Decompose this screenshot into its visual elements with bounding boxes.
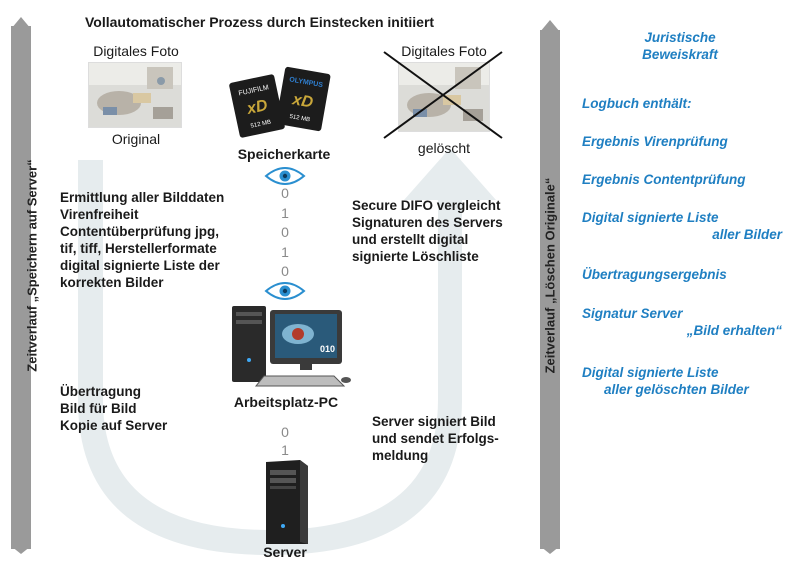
left-time-bar-tail: [11, 546, 31, 554]
bit-digit: 0: [281, 224, 289, 240]
bit-digit: 0: [281, 185, 289, 201]
panel-server-signature: Signatur Server „Bild erhalten“: [582, 305, 782, 339]
panel-virus-result: Ergebnis Virenprüfung: [582, 134, 728, 149]
server-image: [266, 460, 308, 544]
card-olympus-size: 512 MB: [289, 114, 310, 124]
memory-card-olympus: OLYMPUS xD 512 MB: [275, 66, 331, 132]
text-right-upper-line: signierte Löschliste: [352, 249, 479, 264]
panel-deleted-list-line2: aller gelöschten Bilder: [604, 382, 749, 397]
panel-title-line1: Juristische: [644, 30, 716, 45]
text-right-lower-line: meldung: [372, 448, 429, 463]
text-left-lower-line: Übertragung: [60, 384, 141, 399]
text-right-lower-line: Server signiert Bild: [372, 414, 496, 429]
text-right-lower-line: und sendet Erfolgs-: [372, 431, 499, 446]
panel-logbook: Logbuch enthält:: [582, 96, 692, 111]
panel-title-line2: Beweiskraft: [642, 47, 718, 62]
text-left-upper-line: digital signierte Liste der: [60, 258, 220, 273]
text-left-upper-line: korrekten Bilder: [60, 275, 164, 290]
text-left-lower-line: Bild für Bild: [60, 401, 137, 416]
text-left-upper-line: tif, tiff, Herstellerformate: [60, 241, 217, 256]
delete-cross-icon: [383, 51, 503, 139]
photo-deleted-caption: gelöscht: [417, 140, 471, 156]
right-time-bar: [540, 30, 560, 549]
panel-signed-list-line1: Digital signierte Liste: [582, 210, 719, 225]
photo-deleted-title: Digitales Foto: [401, 43, 487, 59]
diagram-title: Vollautomatischer Prozess durch Einsteck…: [85, 14, 435, 30]
panel-content-result: Ergebnis Contentprüfung: [582, 172, 746, 187]
text-left-upper-line: Virenfreiheit: [60, 207, 139, 222]
server-label: Server: [263, 544, 307, 560]
eye-icon-upper: [264, 167, 306, 185]
right-time-bar-tail: [540, 546, 560, 554]
text-left-upper-line: Contentüberprüfung jpg,: [60, 224, 219, 239]
panel-deleted-list-line1: Digital signierte Liste: [582, 365, 719, 380]
memory-card-label: Speicherkarte: [237, 146, 331, 162]
left-axis-label: Zeitverlauf „Speichern auf Server“: [24, 159, 40, 372]
text-right-upper-line: Secure DIFO vergleicht: [352, 198, 501, 213]
card-olympus-model: xD: [290, 91, 315, 112]
photo-original-image: [88, 62, 182, 128]
memory-card-fujifilm: FUJIFILM xD 512 MB: [229, 74, 285, 138]
workstation-screen-text: 010: [320, 344, 335, 354]
panel-signed-list-line2: aller Bilder: [712, 227, 782, 242]
panel-transfer-result: Übertragungsergebnis: [582, 267, 727, 282]
card-fujifilm-model: xD: [245, 97, 270, 118]
panel-title: Juristische Beweiskraft: [572, 29, 788, 63]
text-left-lower-line: Kopie auf Server: [60, 418, 168, 433]
right-time-bar-arrowhead: [540, 20, 560, 32]
bit-digit: 1: [281, 243, 289, 260]
text-right-lower: Server signiert Bild und sendet Erfolgs-m…: [372, 413, 499, 464]
photo-original-caption: Original: [111, 131, 161, 147]
text-right-upper-line: Signaturen des Servers: [352, 215, 503, 230]
left-time-bar-arrowhead: [11, 17, 31, 29]
photo-original-title: Digitales Foto: [93, 43, 179, 59]
bit-digit: 0: [281, 263, 289, 279]
eye-icon-lower: [264, 282, 306, 300]
bit-digit: 0: [281, 424, 289, 440]
workstation-label: Arbeitsplatz-PC: [233, 394, 339, 410]
panel-signed-list: Digital signierte Liste aller Bilder: [582, 209, 782, 243]
text-left-upper-line: Ermittlung aller Bilddaten: [60, 190, 225, 205]
bit-digit: 1: [281, 204, 289, 221]
bit-digit: 1: [281, 442, 289, 458]
left-time-bar: [11, 26, 31, 549]
workstation-pc-image: 010: [232, 306, 351, 387]
right-axis-label: Zeitverlauf „Löschen Originale“: [542, 177, 558, 374]
panel-deleted-list: Digital signierte Liste aller gelöschten…: [582, 364, 782, 398]
card-fujifilm-size: 512 MB: [250, 119, 271, 129]
text-right-upper-line: und erstellt digital: [352, 232, 469, 247]
panel-signature-line2: „Bild erhalten“: [686, 323, 782, 338]
panel-signature-line1: Signatur Server: [582, 306, 683, 321]
